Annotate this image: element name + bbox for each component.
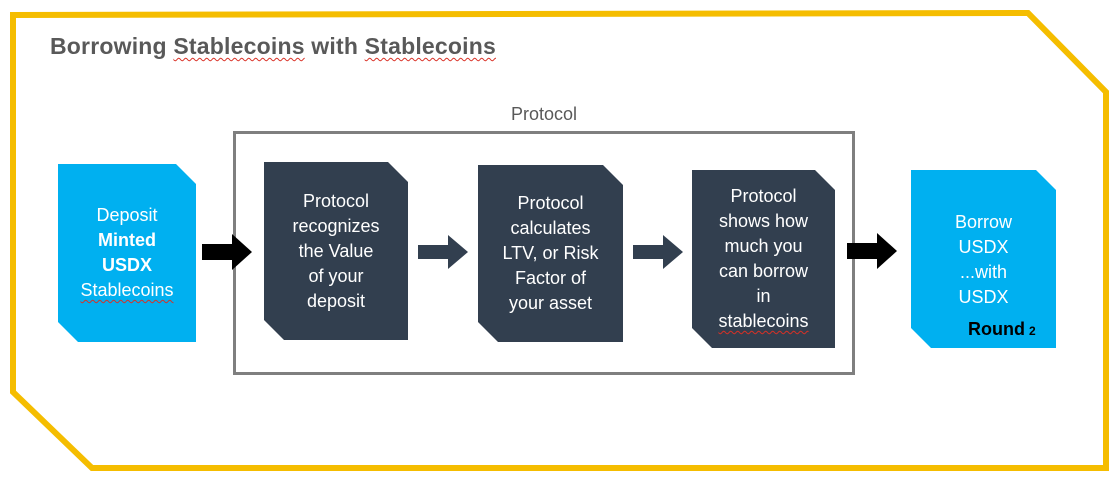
title-word-stablecoins-2: Stablecoins <box>364 33 496 59</box>
arrow-right-icon <box>418 235 468 269</box>
show-line-6: stablecoins <box>718 311 809 331</box>
deposit-line-2: Minted <box>98 230 156 250</box>
borrow-line-1: Borrow <box>954 212 1012 232</box>
title-word-borrowing: Borrowing <box>50 33 167 59</box>
borrow-card: Borrow USDX ...with USDX <box>911 170 1056 348</box>
round-number: 2 <box>1028 324 1036 338</box>
recognize-line-2: recognizes <box>292 215 380 236</box>
deposit-card: Deposit Minted USDX Stablecoins <box>58 164 196 342</box>
arrow-right-icon <box>633 235 683 269</box>
show-line-1: Protocol <box>730 186 797 206</box>
recognize-line-3: the Value <box>298 240 374 261</box>
calculate-line-3: LTV, or Risk <box>502 243 599 263</box>
outer-frame-border <box>10 9 1109 471</box>
deposit-line-1: Deposit <box>96 205 158 225</box>
arrow-right-icon <box>202 234 252 270</box>
round-label-text: Round <box>968 319 1025 339</box>
show-line-5: in <box>756 286 771 306</box>
calculate-line-2: calculates <box>510 218 591 238</box>
calculate-ltv-card: Protocol calculates LTV, or Risk Factor … <box>478 165 623 342</box>
borrow-line-3: ...with <box>959 262 1007 282</box>
protocol-group-label: Protocol <box>511 104 578 124</box>
title-word-with: with <box>311 33 359 59</box>
recognize-line-1: Protocol <box>302 190 370 211</box>
deposit-line-3: USDX <box>101 255 152 275</box>
borrow-line-4: USDX <box>958 287 1009 307</box>
calculate-line-5: your asset <box>508 293 593 313</box>
recognize-value-card: Protocol recognizes the Value of your de… <box>264 162 408 340</box>
calculate-line-4: Factor of <box>514 268 587 288</box>
show-line-3: much you <box>724 236 803 256</box>
page-title: Borrowing Stablecoins with Stablecoins <box>50 33 496 60</box>
arrow-right-icon <box>847 233 897 269</box>
title-word-stablecoins: Stablecoins <box>173 33 305 59</box>
recognize-line-5: deposit <box>306 290 366 311</box>
borrow-line-2: USDX <box>958 237 1009 257</box>
show-line-4: can borrow <box>718 261 809 281</box>
calculate-line-1: Protocol <box>517 193 584 213</box>
show-borrow-amount-card: Protocol shows how much you can borrow i… <box>692 170 835 348</box>
show-line-2: shows how <box>718 211 809 231</box>
deposit-line-4: Stablecoins <box>80 280 174 300</box>
recognize-line-4: of your <box>308 265 364 286</box>
